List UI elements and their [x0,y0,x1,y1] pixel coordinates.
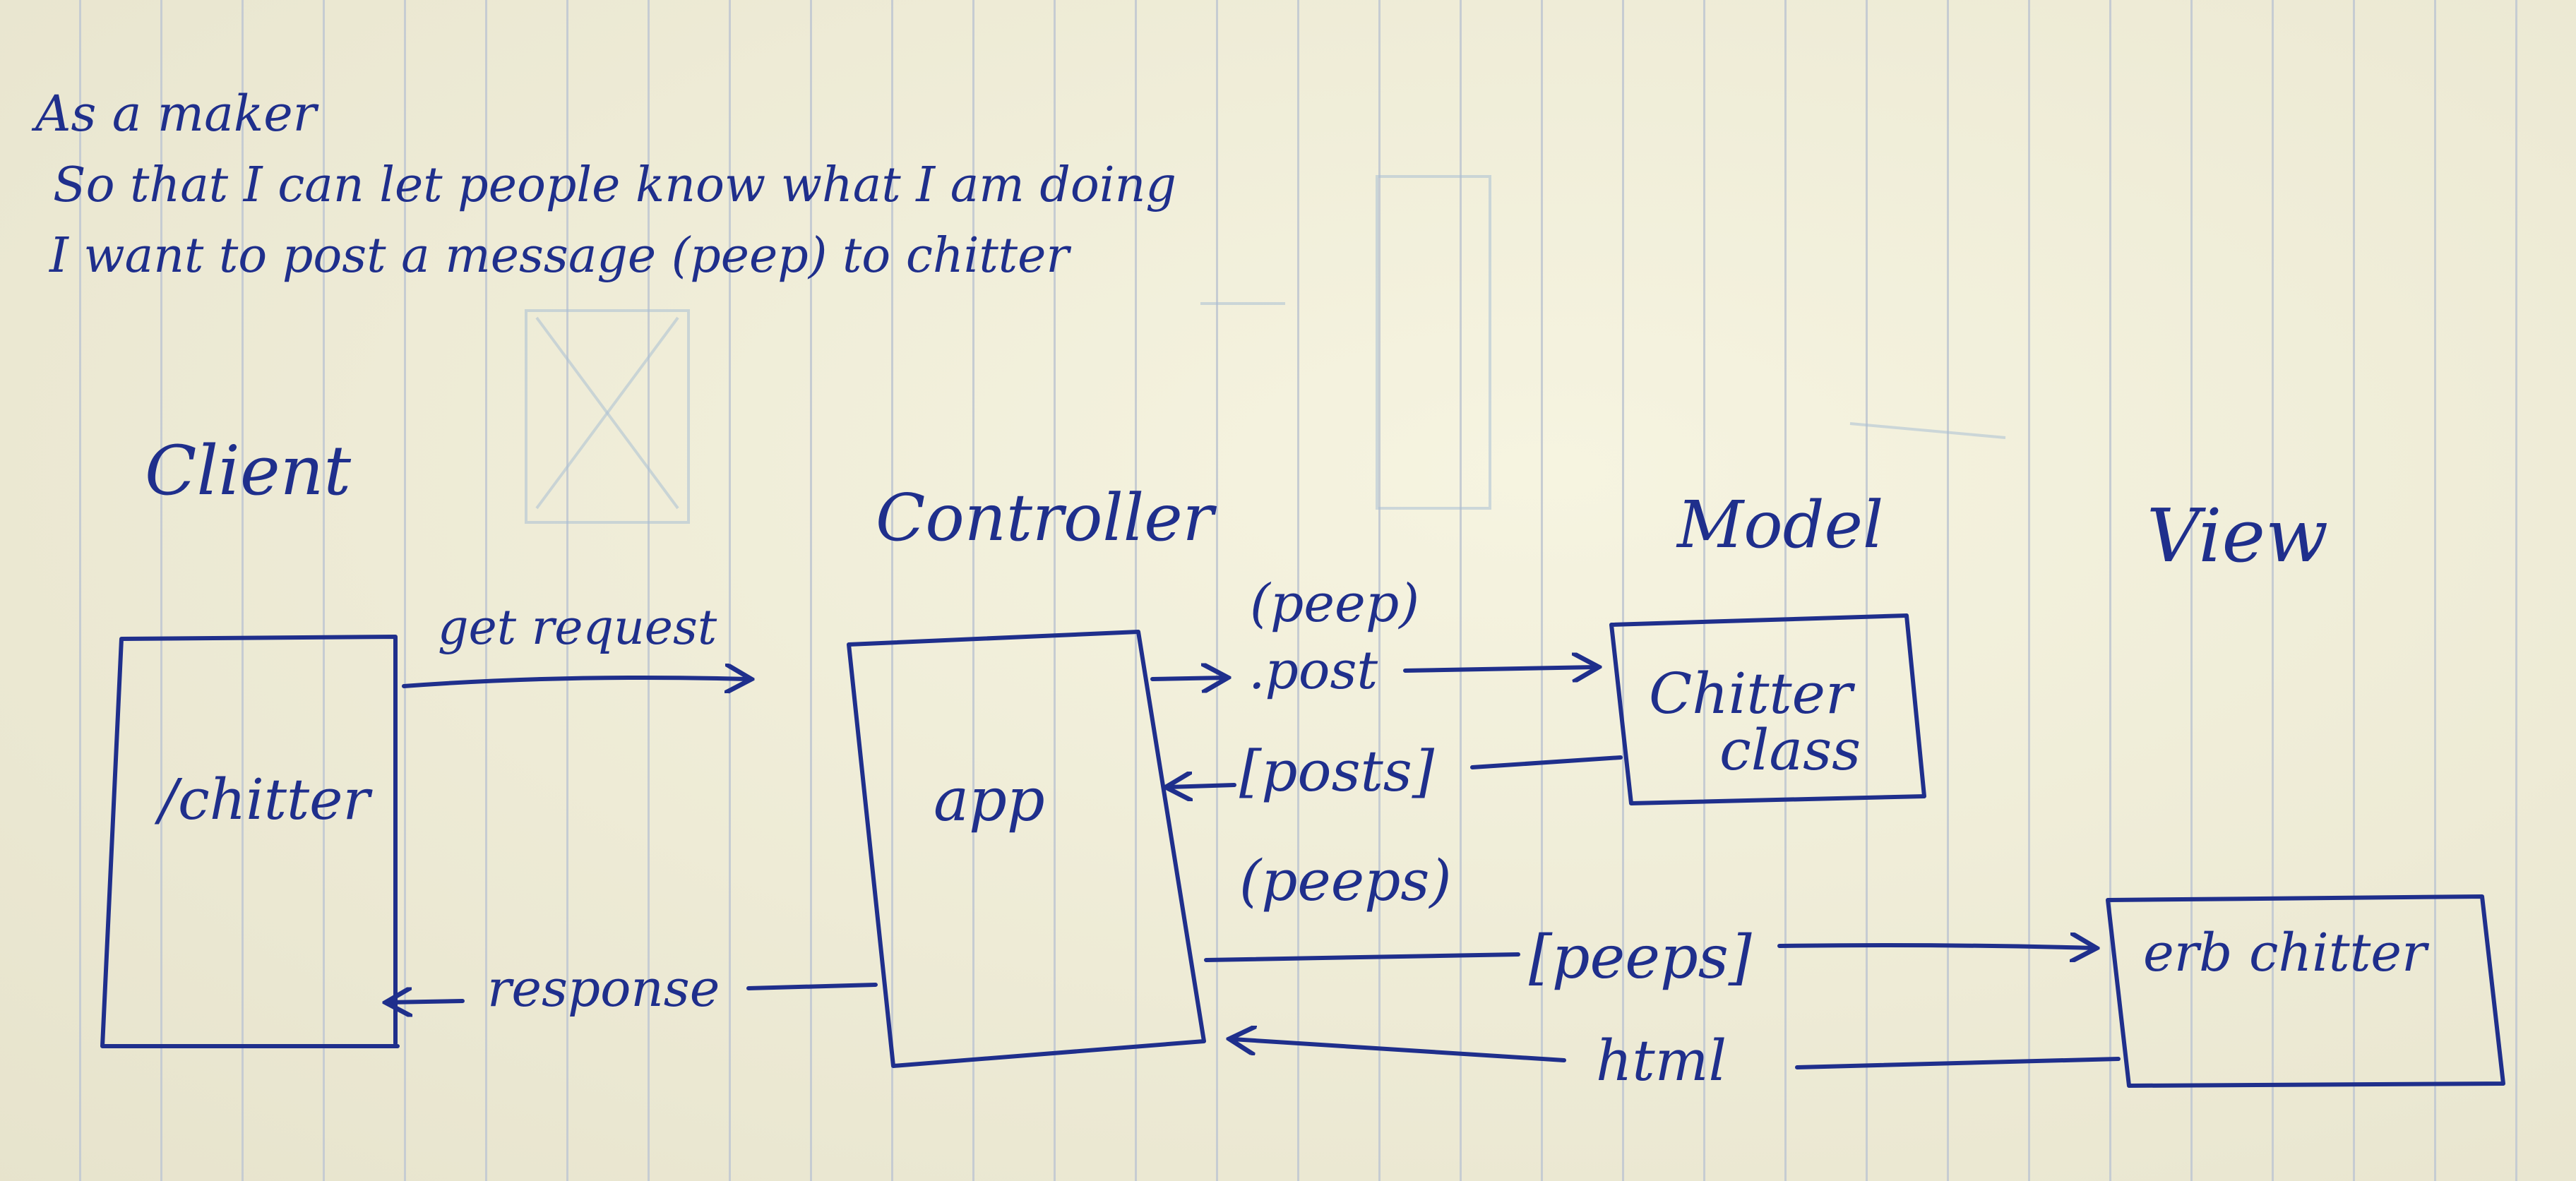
posts-label: [posts] [1239,738,1435,804]
heading-controller: Controller [876,480,1217,556]
story-line-2: So that I can let people know what I am … [53,157,1176,213]
get-request-arrow [402,678,749,686]
peeps-label: [peeps] [1529,923,1752,992]
client-box [100,635,400,1048]
view-box-label: erb chitter [2143,923,2430,983]
response-label: response [487,959,720,1018]
html-line [1795,1057,2121,1069]
client-box-label: /chitter [154,767,374,832]
post-arg-label: (peep) [1250,573,1419,634]
model-box [1609,613,1926,805]
posts-arrow-head [1169,785,1236,787]
controller-box [847,630,1206,1068]
html-label: html [1596,1028,1727,1093]
heading-model: Model [1676,487,1883,563]
response-arrow-head [388,1001,465,1002]
get-request-label: get request [438,600,717,656]
story-line-1: As a maker [31,85,319,143]
controller-box-label: app [934,765,1045,834]
response-line [746,983,878,990]
html-arrow [1232,1039,1566,1062]
story-line-3: I want to post a message (peep) to chitt… [48,228,1071,284]
view-box [2106,894,2505,1088]
heading-view: View [2147,493,2328,579]
posts-alias-label: (peeps) [1239,848,1452,913]
peeps-line [1204,952,1520,962]
heading-client: Client [145,431,352,510]
model-box-label-2: class [1719,717,1861,783]
bleed-through [525,175,2006,524]
post-arrow-out [1403,667,1596,671]
peeps-arrow [1777,945,2094,948]
post-label: .post [1248,640,1378,701]
post-arrow-in [1150,678,1225,679]
model-box-label-1: Chitter [1649,661,1856,726]
posts-return-line [1470,755,1623,769]
